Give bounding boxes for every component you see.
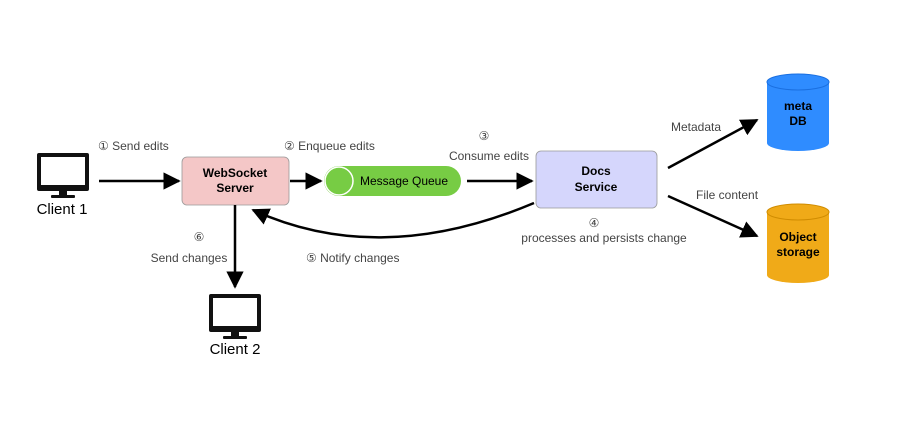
docs-service-line1: Docs (581, 164, 611, 178)
meta-db-line2: DB (789, 114, 807, 128)
label-step3-consume-edits: Consume edits (449, 149, 529, 163)
client1-label: Client 1 (37, 201, 88, 218)
docs-service-node (535, 150, 658, 209)
label-step1-send-edits: ① Send edits (98, 139, 169, 153)
client2-monitor-icon (209, 294, 261, 339)
label-step3-number: ③ (479, 129, 490, 143)
websocket-server-line2: Server (216, 181, 254, 195)
docs-service-line2: Service (575, 180, 618, 194)
object-storage-cylinder-icon (766, 203, 830, 283)
client1-monitor-icon (37, 153, 89, 198)
label-step4-processes: processes and persists change (521, 231, 687, 245)
meta-db-line1: meta (784, 99, 812, 113)
label-step6-number: ⑥ (194, 230, 205, 244)
object-storage-line2: storage (776, 245, 820, 259)
websocket-server-line1: WebSocket (203, 166, 267, 180)
message-queue-label: Message Queue (360, 174, 448, 188)
label-file-content: File content (696, 188, 759, 202)
object-storage-line1: Object (779, 230, 816, 244)
arrow-docs-to-websocket-curve (251, 201, 535, 239)
arrow-docs-to-objectstorage (667, 194, 759, 238)
message-queue-node (324, 166, 461, 196)
label-step2-enqueue-edits: ② Enqueue edits (284, 139, 375, 153)
meta-db-cylinder-icon (766, 73, 830, 151)
client2-label: Client 2 (210, 341, 261, 358)
arrow-docs-to-metadb (667, 118, 759, 170)
label-step4-number: ④ (589, 216, 600, 230)
label-metadata: Metadata (671, 120, 721, 134)
label-step5-notify-changes: ⑤ Notify changes (306, 251, 399, 265)
label-step6-send-changes: Send changes (151, 251, 228, 265)
